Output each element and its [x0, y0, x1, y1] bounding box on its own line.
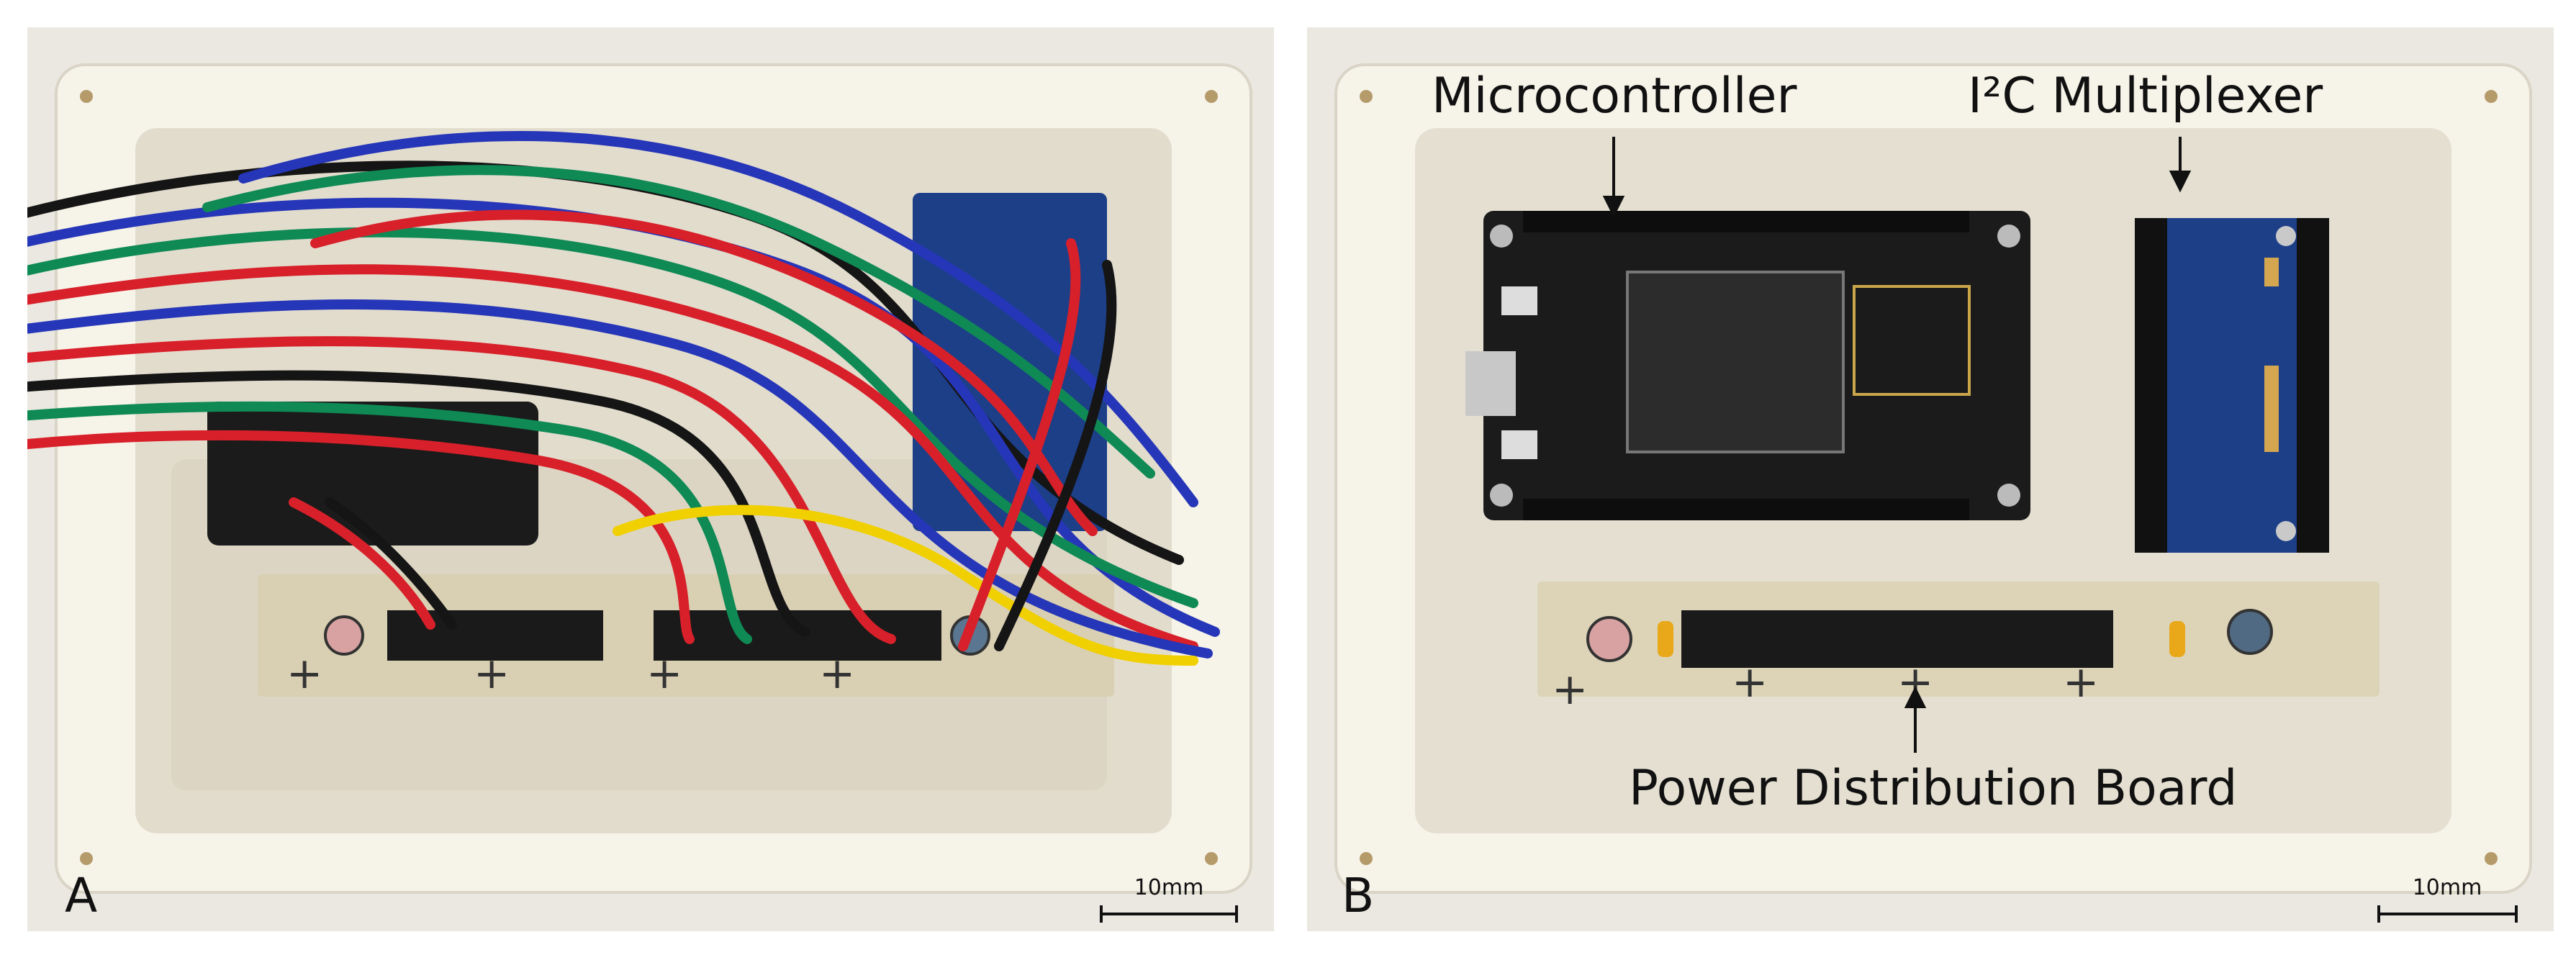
scale-bar-label: 10mm [1134, 875, 1204, 900]
power-board-label: Power Distribution Board [1629, 760, 2238, 817]
mux-label: I²C Multiplexer [1968, 68, 2323, 125]
svg-text:+: + [2063, 657, 2099, 707]
svg-text:+: + [474, 648, 510, 699]
scale-bar-label: 10mm [2412, 875, 2482, 900]
panel-a: + + + + A 10mm [27, 27, 1274, 931]
panel-a-photo: + + + + [27, 63, 1252, 923]
panel-label-b: B [1342, 868, 1375, 923]
svg-text:+: + [1552, 664, 1588, 715]
power-board: + + + + [1537, 581, 2380, 715]
svg-text:+: + [646, 648, 682, 699]
mux-board [2135, 218, 2329, 553]
wire-bundle [27, 130, 1220, 666]
svg-text:+: + [1732, 657, 1768, 707]
microcontroller-label: Microcontroller [1432, 68, 1797, 125]
svg-text:+: + [819, 648, 855, 699]
microcontroller-board [1465, 211, 2030, 520]
svg-text:+: + [286, 648, 322, 699]
annotation-arrows [1602, 137, 2192, 753]
panel-b: + + + + B Microcontroller I²C Multiplexe… [1307, 27, 2554, 931]
panel-b-photo: + + + + [1334, 63, 2532, 923]
panel-label-a: A [65, 868, 98, 923]
